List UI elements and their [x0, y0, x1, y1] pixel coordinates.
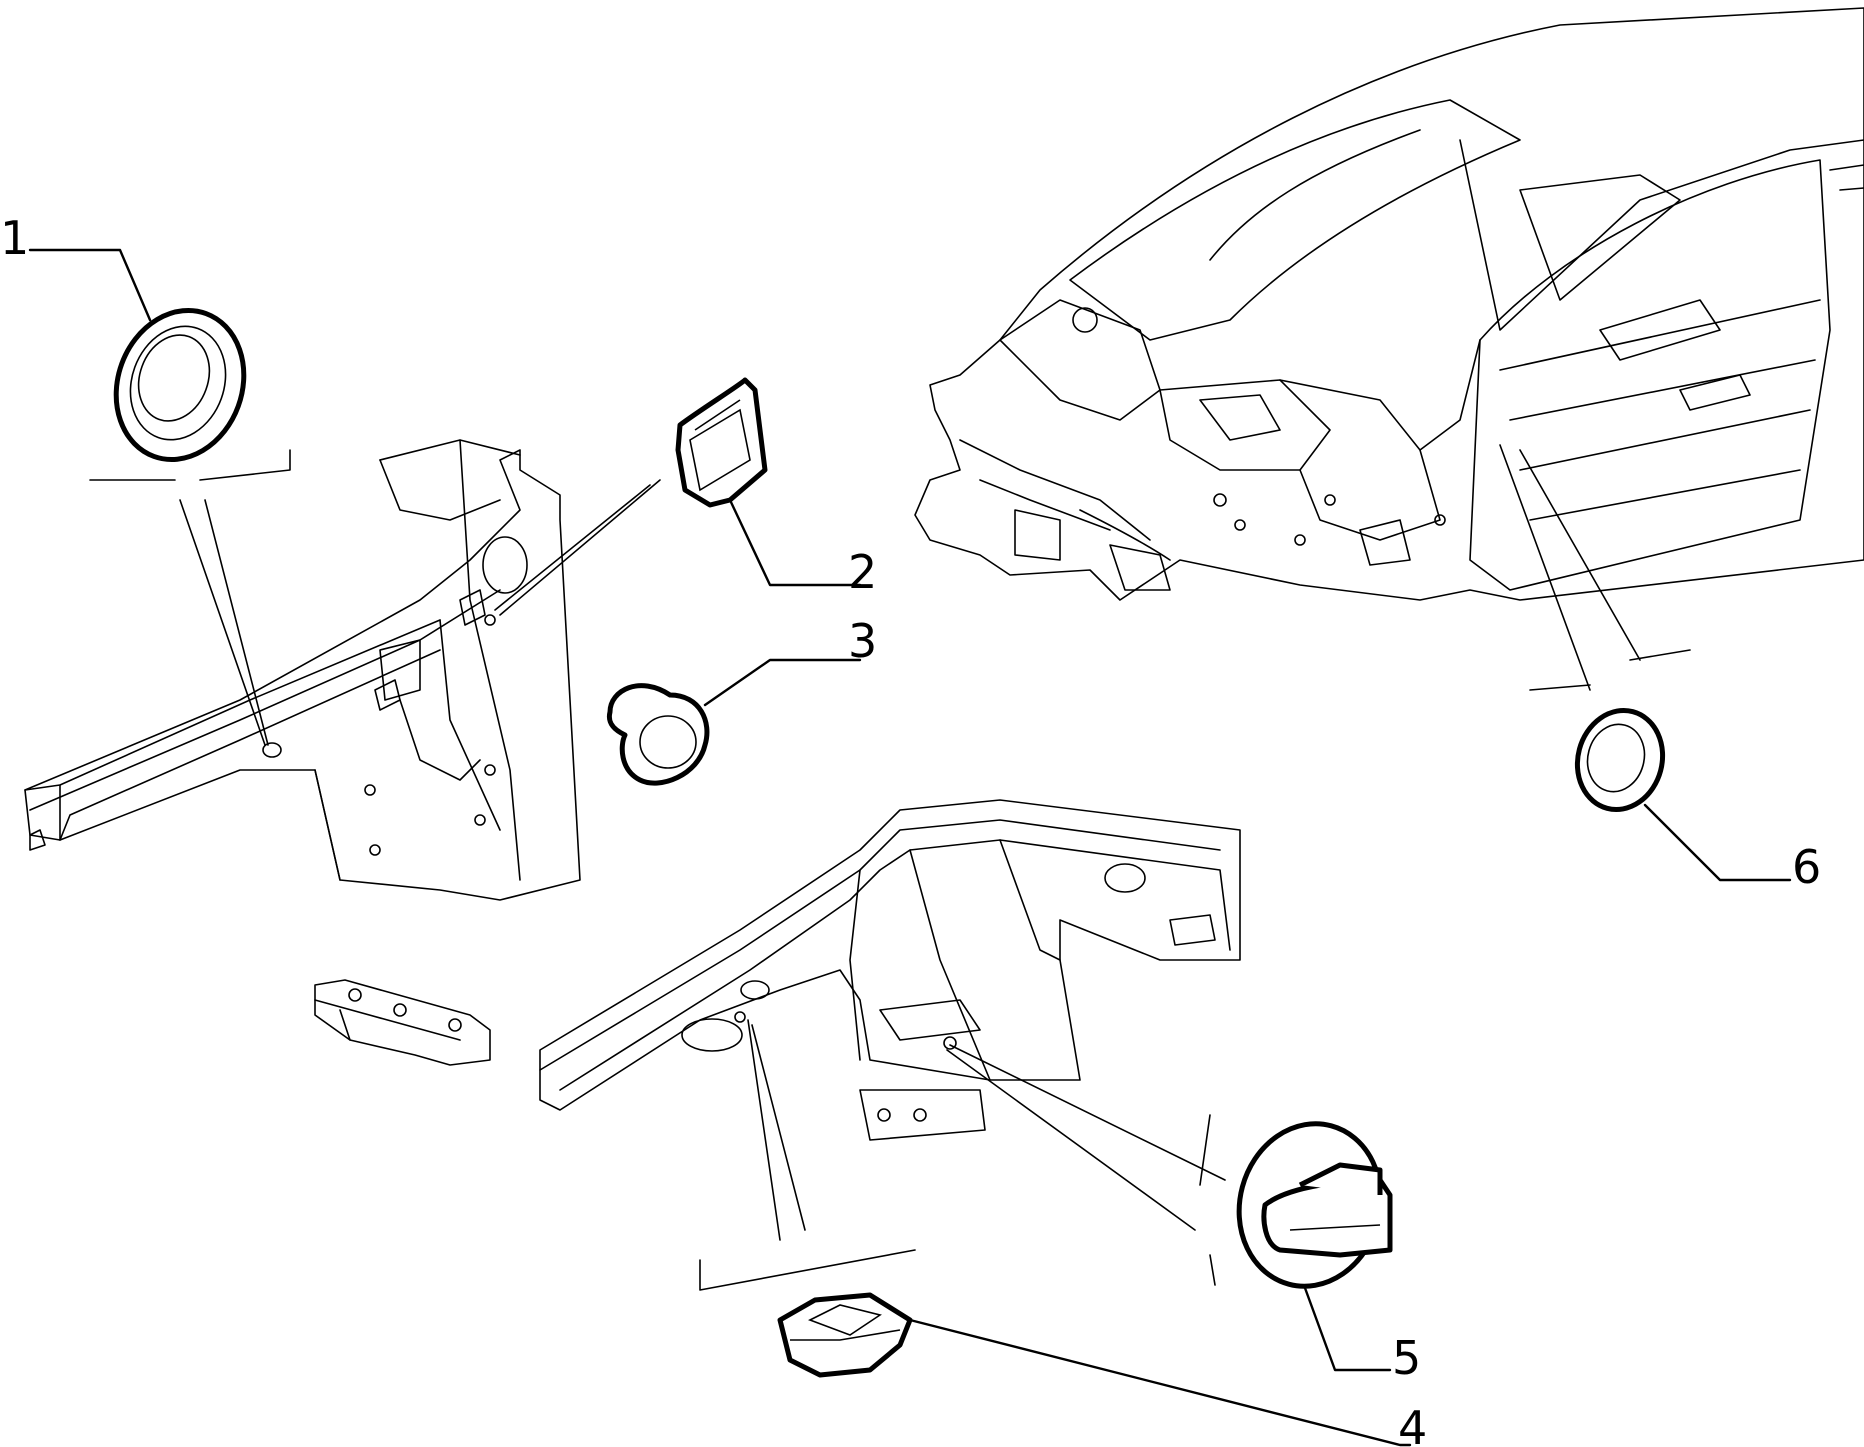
center-rail-section: [314, 799, 1241, 1141]
square-plug-part-2: [675, 377, 768, 508]
callout-6: 6: [1792, 840, 1821, 894]
callout-5: 5: [1392, 1331, 1421, 1385]
callout-labels: 1 2 3 4 5 6: [0, 211, 1821, 1447]
round-plug-part-3: [606, 683, 710, 786]
callout-3: 3: [848, 614, 877, 668]
grommet-part-6: [1574, 707, 1666, 813]
grommet-part-1: [113, 308, 247, 462]
leader-lines: [28, 248, 1792, 1447]
callout-4: 4: [1398, 1401, 1427, 1447]
car-body-shell: [914, 7, 1864, 601]
callout-2: 2: [848, 545, 877, 599]
callout-1: 1: [0, 211, 29, 265]
square-plug-part-4: [777, 1292, 913, 1378]
left-rail-section: [24, 439, 581, 901]
clip-disc-part-5: [1236, 1121, 1393, 1289]
